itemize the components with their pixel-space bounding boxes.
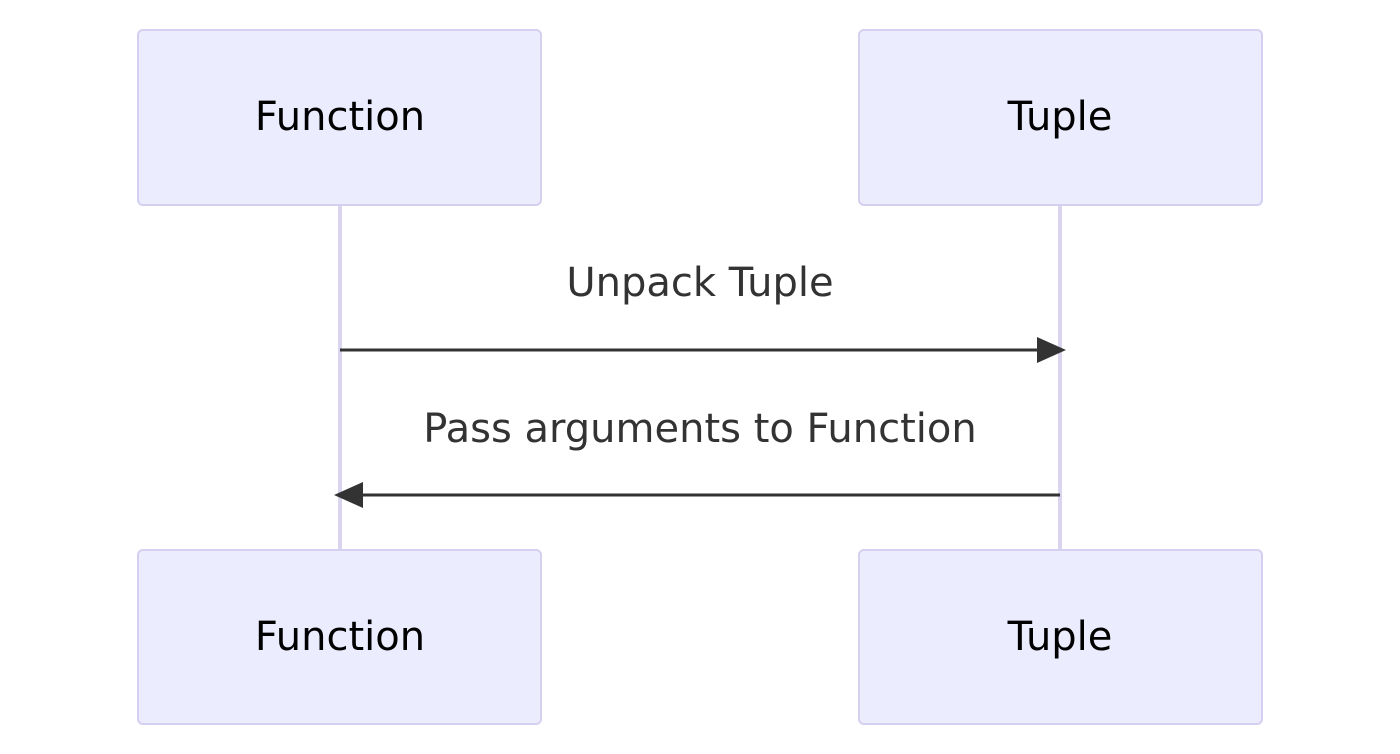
actor-function-bottom: Function (137, 549, 542, 725)
actor-label: Function (255, 614, 425, 660)
actor-box (137, 29, 542, 206)
actor-label: Tuple (1007, 614, 1113, 660)
message-label: Unpack Tuple (566, 260, 833, 306)
actor-function-top: Function (137, 29, 542, 206)
message-pass-arguments: Pass arguments to Function (334, 406, 1060, 508)
actor-label: Function (255, 94, 425, 140)
actor-label: Tuple (1007, 94, 1113, 140)
message-label: Pass arguments to Function (423, 406, 976, 452)
arrow-left-icon (334, 482, 363, 508)
arrow-right-icon (1037, 337, 1066, 363)
actor-tuple-top: Tuple (858, 29, 1263, 206)
actor-box (858, 29, 1263, 206)
message-unpack-tuple: Unpack Tuple (340, 260, 1066, 363)
actor-box (137, 549, 542, 725)
actor-tuple-bottom: Tuple (858, 549, 1263, 725)
actor-box (858, 549, 1263, 725)
